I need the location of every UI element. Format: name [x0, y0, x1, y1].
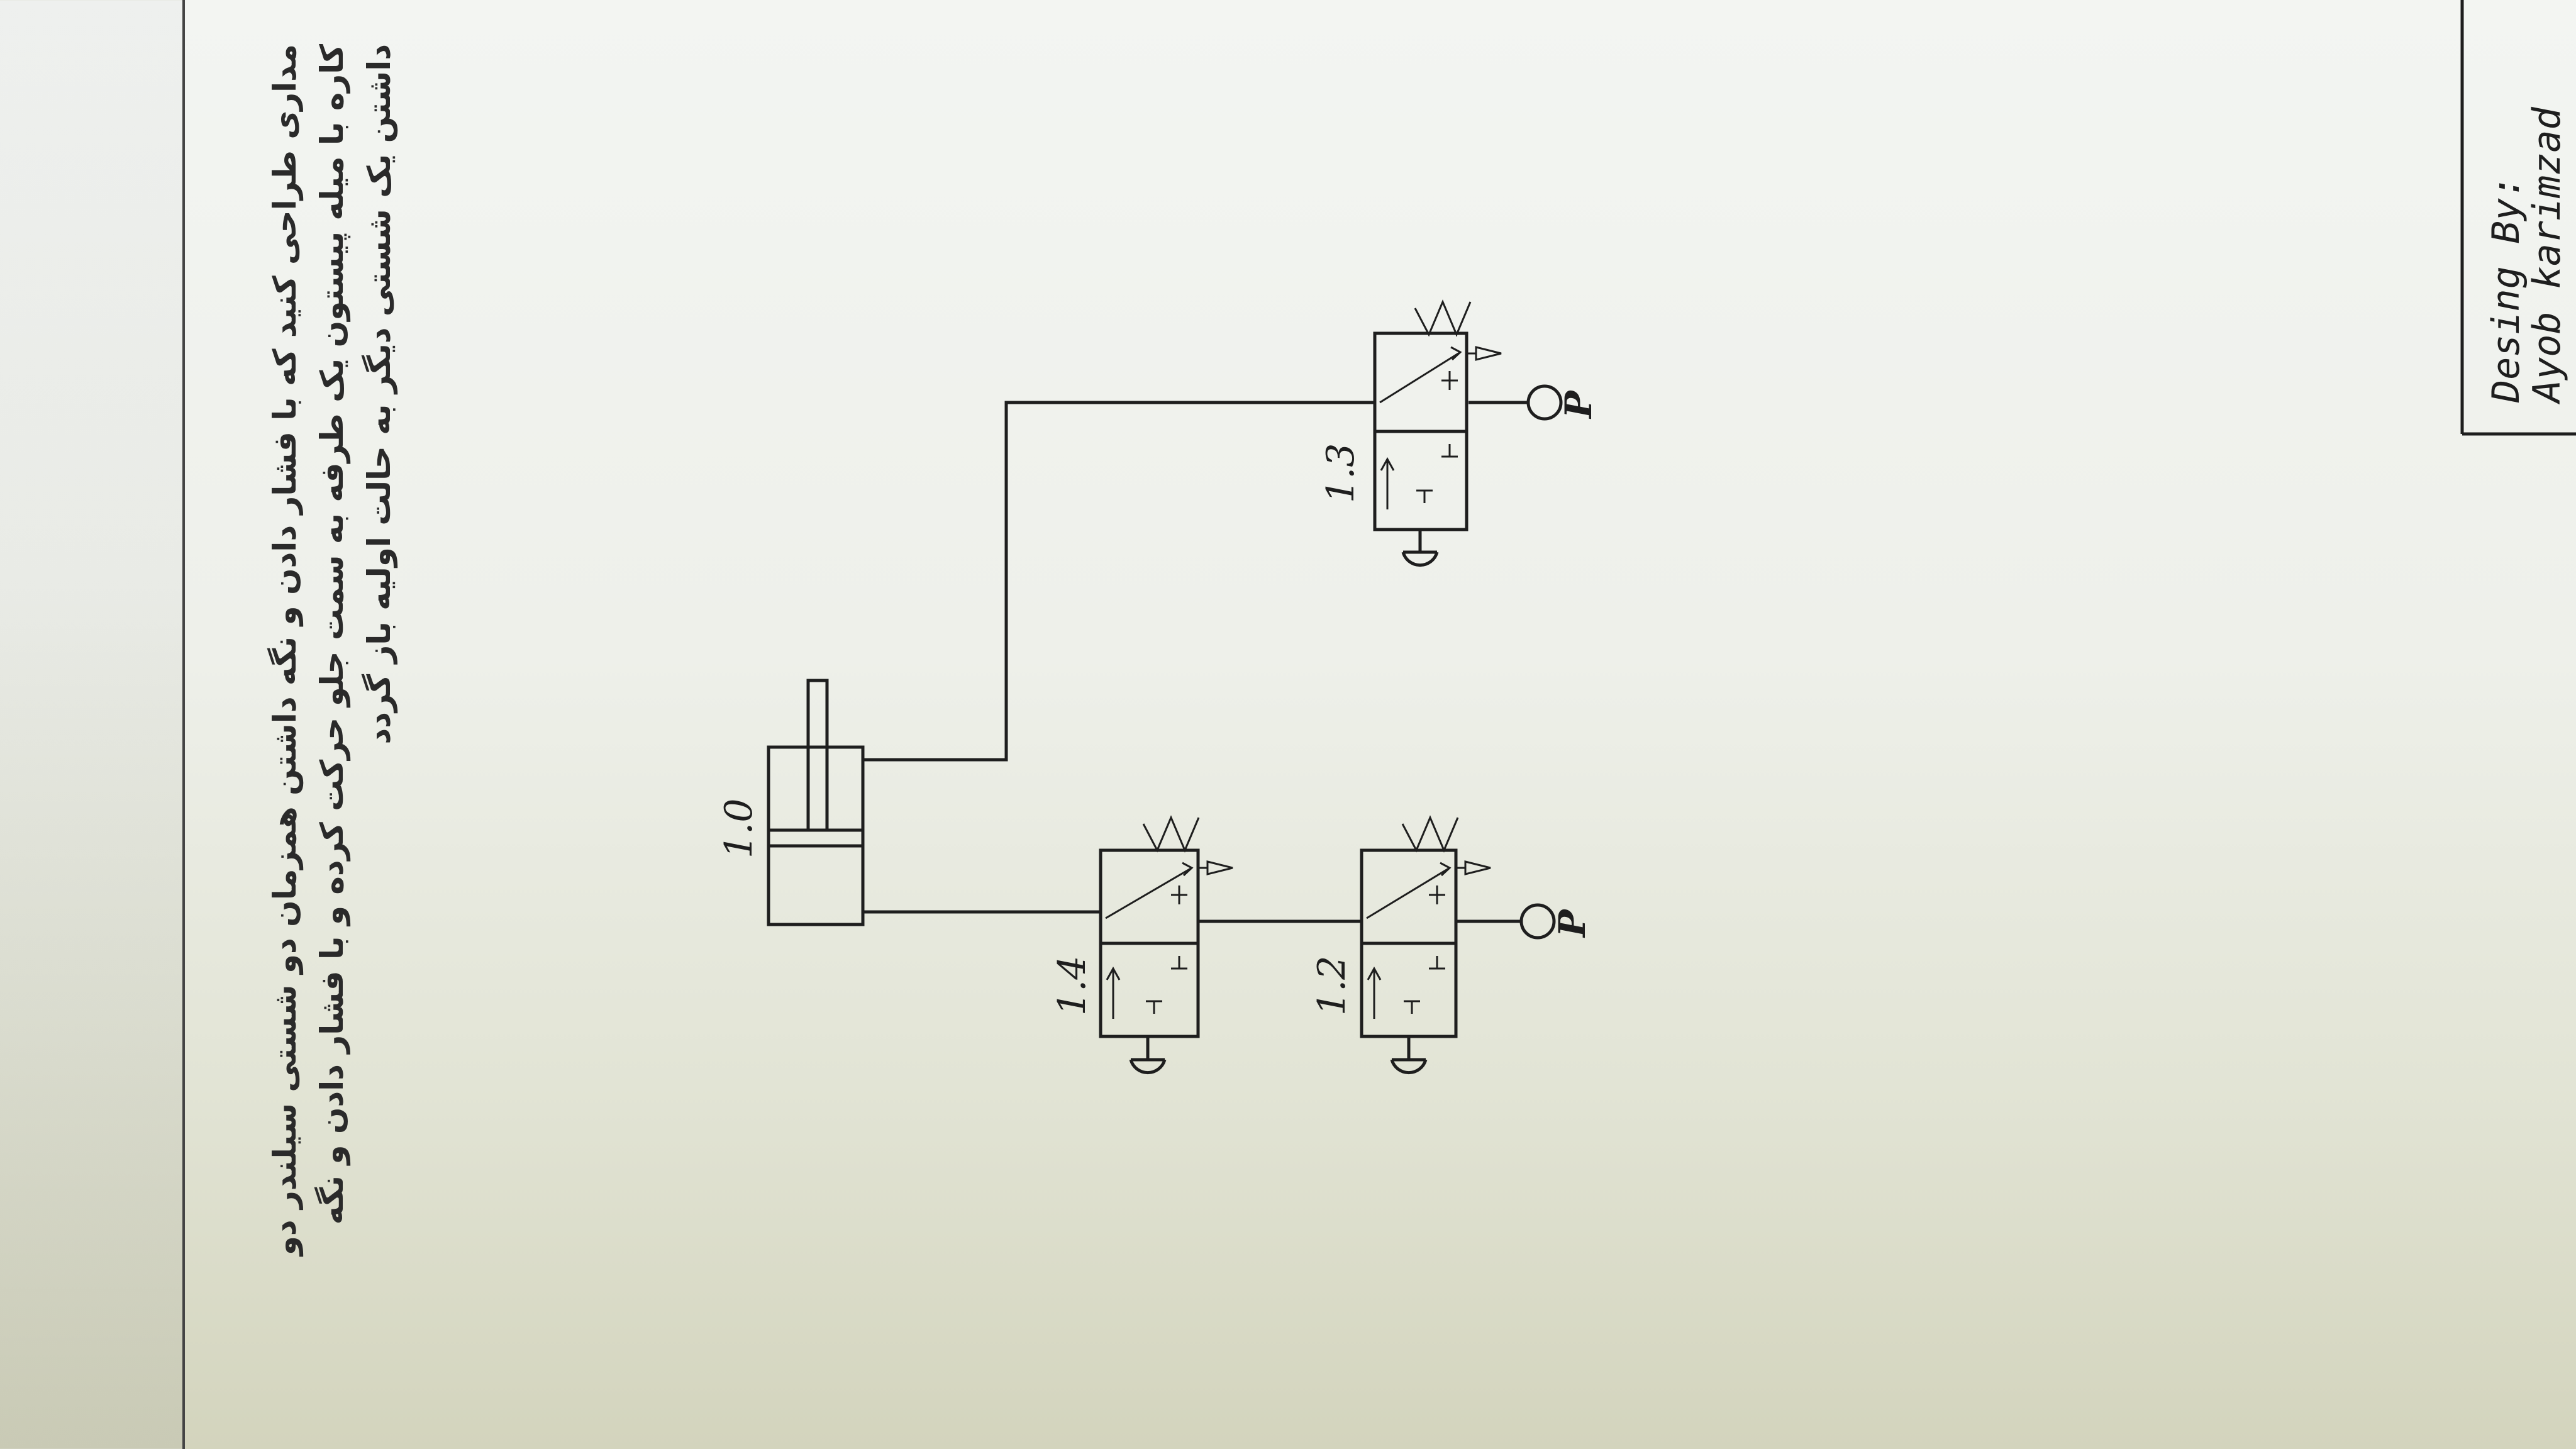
valve-1-2: 1.2 P: [1310, 815, 1594, 1075]
valve-1-4-pushbutton-icon: [1129, 1059, 1167, 1075]
valve-1-3-spring-icon: [1414, 299, 1472, 337]
valve-1-4-spring-icon: [1142, 815, 1200, 853]
valve-1-4-arrowhead: [1182, 862, 1194, 877]
valve-1-3: 1.3 P: [1319, 299, 1600, 567]
valve-1-2-flow-line-head: [1367, 966, 1382, 980]
valve-1-2-pressure-source-icon: [1519, 903, 1556, 940]
valve-1-4-flow-arrow: [1105, 867, 1192, 919]
valve-1-3-pressure-label: P: [1557, 390, 1600, 419]
valve-1-2-pressure-label: P: [1551, 909, 1594, 938]
pipe-cylinder-to-valve-1-4: [863, 910, 1102, 917]
valve-1-2-flow-arrow: [1366, 867, 1450, 919]
statement-line-3: داشتن یک شستی دیگر به حالت اولیه باز گرد…: [361, 44, 398, 744]
credit-author: Ayob karimzad: [2525, 107, 2569, 405]
credit-designed-by: Desing By:: [2484, 175, 2528, 403]
cylinder-barrel: [767, 745, 865, 926]
valve-1-2-label: 1.2: [1310, 956, 1354, 1016]
problem-statement: مداری طراحی کنید که با فشار دادن و نگه د…: [267, 43, 398, 1257]
valve-1-3-exhaust-icon: [1475, 346, 1502, 361]
cylinder-piston-rod: [806, 679, 829, 832]
valve-1-3-label: 1.3: [1319, 443, 1363, 503]
pipe-cylinder-to-valve-1-3: [863, 401, 1375, 762]
cylinder-label: 1.0: [717, 799, 761, 858]
valve-1-4: 1.4: [1050, 815, 1233, 1075]
pipe-network: [863, 401, 1528, 923]
valve-1-2-spring-icon: [1401, 815, 1459, 853]
valve-1-3-arrowhead: [1450, 346, 1462, 361]
valve-1-2-exhaust-icon: [1464, 860, 1491, 875]
valve-1-3-flow-arrow: [1379, 351, 1461, 404]
valve-1-4-flow-line-head: [1106, 966, 1121, 980]
statement-line-2: کاره با میله پیستون یک طرفه به سمت جلو ح…: [314, 43, 351, 1224]
title-block: Desing By: Ayob karimzad: [2460, 0, 2576, 436]
paper-sheet: [182, 0, 2576, 1449]
valve-1-3-pushbutton-icon: [1401, 552, 1439, 567]
valve-1-2-pushbutton-icon: [1390, 1059, 1428, 1075]
valve-1-2-arrowhead: [1440, 862, 1452, 877]
valve-1-4-label: 1.4: [1050, 956, 1094, 1016]
cylinder-1-0: 1.0: [717, 679, 865, 926]
valve-1-3-pressure-source-icon: [1526, 384, 1563, 421]
statement-line-1: مداری طراحی کنید که با فشار دادن و نگه د…: [267, 44, 304, 1257]
valve-1-3-flow-line-head: [1380, 457, 1395, 471]
valve-1-4-exhaust-icon: [1206, 860, 1233, 875]
